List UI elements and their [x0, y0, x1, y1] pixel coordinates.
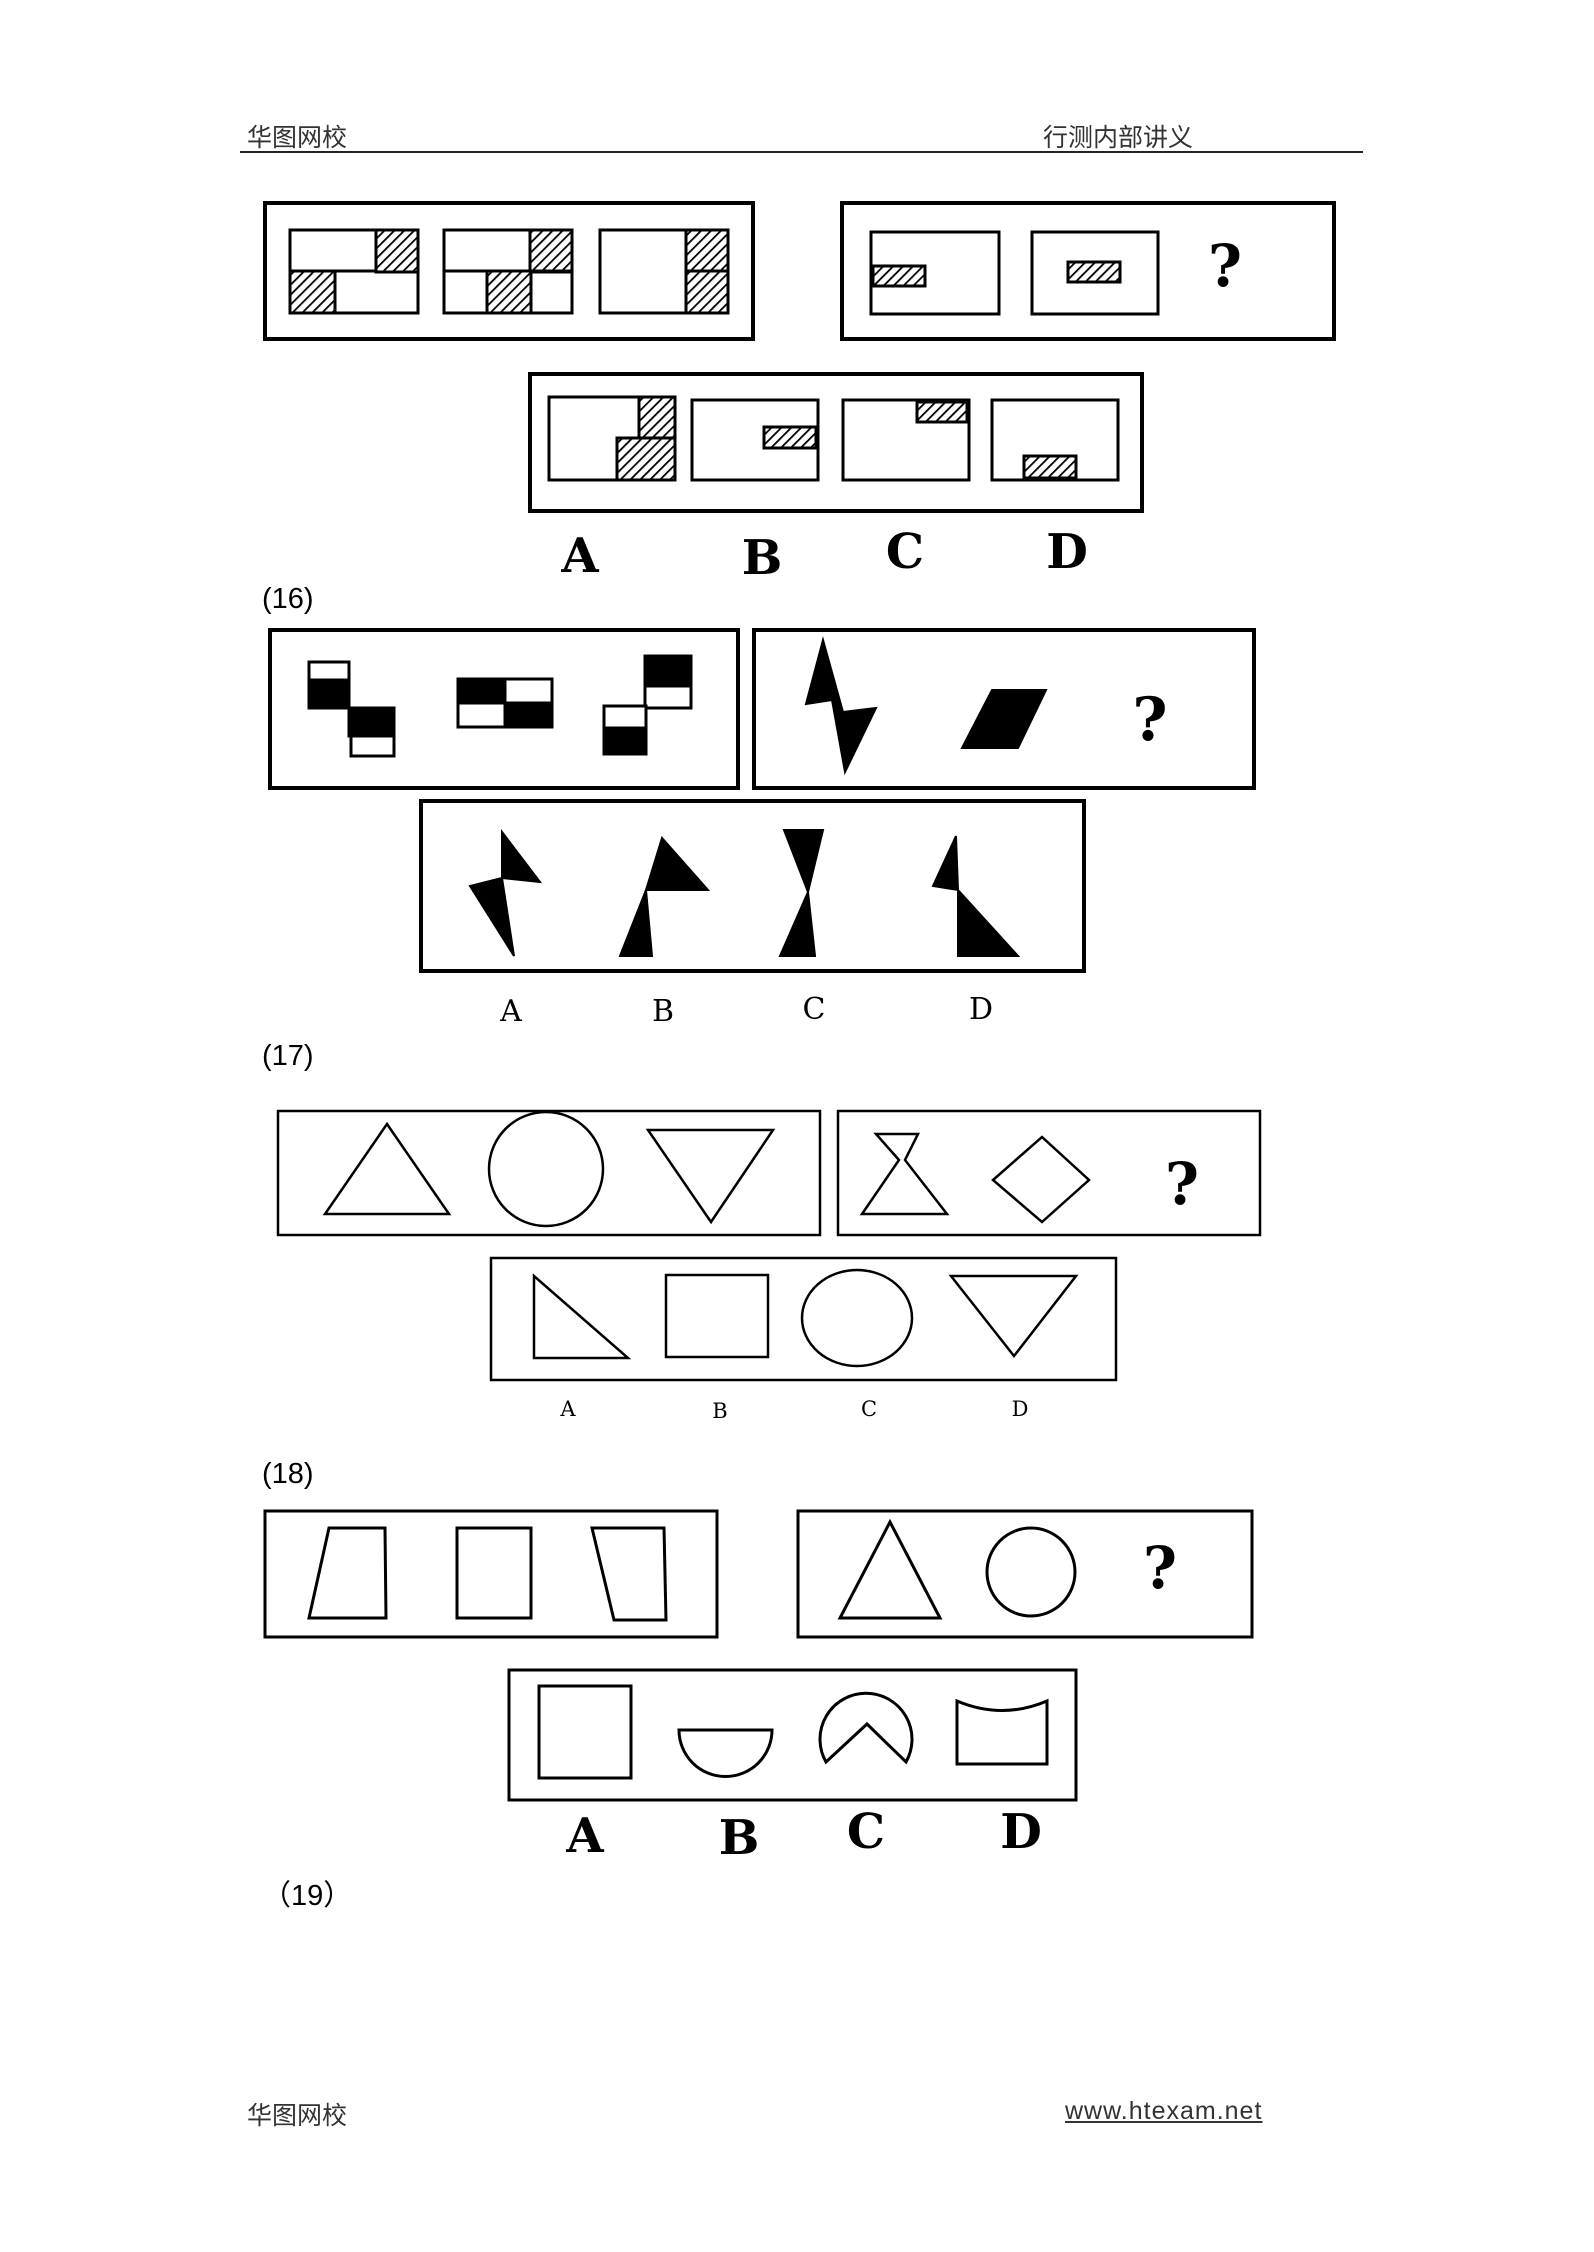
q18-options-box [507, 1668, 1078, 1802]
q17-options-box [489, 1256, 1118, 1382]
q18-sequence-box-2 [796, 1509, 1254, 1639]
q18-panel-5-circle [985, 1526, 1077, 1618]
q18-panel-2-rectangle [455, 1526, 533, 1620]
q18-sequence-box-1 [263, 1509, 719, 1639]
q15-option-a-figure[interactable] [547, 395, 677, 482]
question-16-figure [268, 628, 1256, 973]
q16-panel-4-zigzag [804, 636, 878, 776]
q17-panel-1-triangle [322, 1121, 452, 1216]
q17-question-mark: ? [1165, 1150, 1199, 1218]
q16-question-mark: ? [1132, 685, 1167, 755]
q16-panel-2 [456, 677, 554, 729]
q17-panel-4-hourglass [859, 1132, 950, 1216]
q18-option-d-figure[interactable] [955, 1698, 1049, 1766]
q17-option-c-figure[interactable] [800, 1268, 914, 1368]
q16-option-d-figure[interactable] [931, 835, 1021, 957]
q15-question-mark: ? [1208, 232, 1242, 300]
q17-panel-3-inverted-triangle [645, 1128, 776, 1225]
q16-sequence-box-1 [268, 628, 740, 790]
question-number-18: (18) [262, 1458, 314, 1490]
q15-panel-4 [869, 230, 1001, 316]
q17-option-b-label[interactable]: B [712, 1399, 727, 1423]
q15-panel-2 [442, 228, 574, 315]
footer-url[interactable]: www.htexam.net [1065, 2097, 1263, 2125]
q18-question-mark: ? [1143, 1534, 1177, 1602]
q15-sequence-box-1 [263, 201, 755, 341]
question-number-19: （19） [262, 1880, 353, 1912]
q15-option-a-label[interactable]: A [560, 528, 599, 584]
q15-option-c-label[interactable]: C [886, 524, 924, 580]
q17-option-c-label[interactable]: C [861, 1397, 877, 1421]
q16-option-d-label[interactable]: D [969, 992, 993, 1027]
q15-options-box [528, 372, 1144, 513]
q18-option-a-label[interactable]: A [565, 1808, 604, 1864]
header-rule [240, 151, 1363, 153]
q18-option-c-figure[interactable] [818, 1691, 914, 1765]
q16-panel-3 [602, 654, 693, 756]
q16-option-a-figure[interactable] [468, 829, 543, 957]
q18-option-d-label[interactable]: D [1000, 1804, 1042, 1860]
q15-panel-5 [1030, 230, 1160, 316]
question-15-figure [263, 201, 1336, 513]
q15-option-b-figure[interactable] [690, 398, 820, 482]
q15-sequence-box-2 [840, 201, 1336, 341]
q16-sequence-box-2 [752, 628, 1256, 790]
q17-option-a-label[interactable]: A [559, 1397, 576, 1421]
q17-option-a-figure[interactable] [532, 1273, 632, 1360]
q18-panel-1-trapezoid [307, 1526, 388, 1620]
q16-option-b-label[interactable]: B [652, 994, 674, 1029]
question-number-16: (16) [262, 583, 314, 615]
q15-option-d-label[interactable]: D [1046, 524, 1088, 580]
q18-panel-4-triangle [837, 1518, 943, 1620]
q16-panel-5-parallelogram [960, 689, 1048, 749]
q18-panel-3-trapezoid [590, 1526, 668, 1622]
q15-option-b-label[interactable]: B [742, 530, 783, 586]
header-right: 行测内部讲义 [1043, 123, 1194, 152]
question-18-figure [263, 1509, 1254, 1802]
q16-option-a-label[interactable]: A [499, 994, 522, 1029]
q17-sequence-box-2 [836, 1109, 1262, 1237]
q17-option-b-figure[interactable] [664, 1273, 770, 1359]
question-number-17: (17) [262, 1040, 314, 1072]
q18-option-a-figure[interactable] [537, 1684, 633, 1780]
q15-option-c-figure[interactable] [841, 398, 971, 482]
q16-panel-1 [307, 660, 396, 758]
q17-option-d-label[interactable]: D [1012, 1397, 1029, 1421]
q18-option-b-figure[interactable] [677, 1728, 774, 1778]
q15-panel-1 [288, 228, 420, 315]
q15-option-d-figure[interactable] [990, 398, 1120, 482]
q18-option-c-label[interactable]: C [847, 1804, 885, 1860]
q16-option-b-figure[interactable] [618, 836, 711, 957]
q17-option-d-figure[interactable] [948, 1274, 1079, 1359]
footer-left: 华图网校 [247, 2101, 348, 2130]
q17-panel-2-circle [487, 1110, 605, 1228]
q15-panel-3 [598, 228, 730, 315]
q16-option-c-label[interactable]: C [803, 992, 826, 1027]
question-17-figure [276, 1109, 1262, 1382]
q16-option-c-figure[interactable] [778, 829, 825, 957]
q16-options-box [419, 799, 1086, 973]
q18-option-b-label[interactable]: B [719, 1810, 760, 1866]
q17-panel-5-diamond [991, 1135, 1091, 1224]
header-left: 华图网校 [247, 123, 348, 152]
